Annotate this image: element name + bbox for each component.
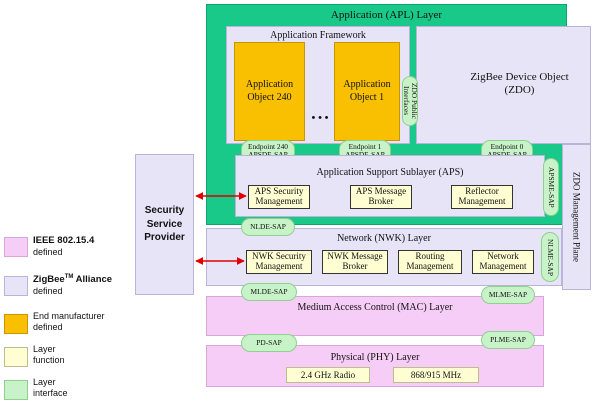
apsme-sap-label: APSME-SAP	[547, 166, 557, 208]
apsme-sap: APSME-SAP	[543, 158, 559, 216]
routing-management: Routing Management	[398, 250, 462, 274]
legend-ieee-label: IEEE 802.15.4 defined	[33, 235, 133, 258]
phy-title: Physical (PHY) Layer	[330, 351, 420, 363]
mlde-sap-label: MLDE-SAP	[250, 286, 288, 296]
endpoint-1-sap: APSDE-SAP	[345, 150, 384, 159]
legend-ieee-title: IEEE 802.15.4	[33, 235, 95, 246]
aps-security-management: APS Security Management	[248, 185, 310, 209]
legend-zigbee-tm: TM	[64, 274, 74, 280]
legend-zigbee-title: ZigBee	[33, 274, 65, 285]
nwk-title: Network (NWK) Layer	[337, 232, 431, 244]
zdo-management-plane-text: ZDO Management Plane	[571, 172, 582, 262]
security-service-provider: Security Service Provider	[135, 154, 194, 295]
routing-management-label: Routing Management	[406, 251, 454, 271]
legend-ieee-sub: defined	[33, 246, 63, 257]
radio-868-915mhz: 868/915 MHz	[393, 367, 479, 383]
application-framework-title: Application Framework	[270, 29, 366, 41]
security-service-provider-label: Security Service Provider	[144, 205, 185, 244]
legend-interface-line2: interface	[33, 388, 68, 399]
application-object-240: Application Object 240	[234, 42, 305, 141]
endpoint-240-label: Endpoint 240	[247, 141, 289, 151]
legend-interface-label: Layer interface	[33, 377, 133, 400]
legend-interface-line1: Layer	[33, 377, 56, 387]
radio-2-4ghz-label: 2.4 GHz Radio	[300, 370, 356, 380]
application-object-1-label: Application Object 1	[343, 79, 391, 103]
endpoint-1-label: Endpoint 1	[348, 141, 382, 151]
mac-title: Medium Access Control (MAC) Layer	[297, 301, 453, 313]
plme-sap-label: PLME-SAP	[490, 334, 526, 344]
aps-security-management-label: APS Security Management	[254, 186, 304, 206]
legend-end-line2: defined	[33, 322, 63, 333]
plme-sap: PLME-SAP	[481, 331, 535, 349]
aps-message-broker: APS Message Broker	[350, 185, 412, 209]
radio-2-4ghz: 2.4 GHz Radio	[286, 367, 370, 383]
nwk-message-broker-label: NWK Message Broker	[327, 251, 383, 271]
legend-function-line1: Layer	[33, 344, 56, 354]
reflector-management: Reflector Management	[451, 185, 513, 209]
legend-end-swatch	[4, 314, 28, 334]
reflector-management-label: Reflector Management	[458, 186, 506, 206]
application-object-240-label: Application Object 240	[245, 79, 294, 103]
phy-layer: Physical (PHY) Layer	[206, 345, 544, 387]
zdo-public-interfaces-label: ZDO Public Interfaces	[402, 83, 420, 119]
legend-zigbee-sub: defined	[33, 285, 63, 296]
nlde-sap-label: NLDE-SAP	[250, 221, 286, 231]
ellipsis: • • •	[311, 112, 329, 124]
legend-end-label: End manufacturer defined	[33, 311, 133, 334]
network-management-label: Network Management	[479, 251, 527, 271]
legend-function-swatch	[4, 347, 28, 367]
mlde-sap: MLDE-SAP	[241, 283, 297, 301]
nlme-sap-label: NLME-SAP	[546, 238, 556, 276]
zdo-management-plane-label: ZDO Management Plane	[563, 145, 590, 289]
legend-zigbee-label: ZigBeeTM Alliance defined	[33, 274, 133, 297]
endpoint-0-label: Endpoint 0	[490, 141, 524, 151]
zdo-title: ZigBee Device Object (ZDO)	[470, 70, 569, 96]
pd-sap: PD-SAP	[241, 334, 297, 352]
nwk-security-management: NWK Security Management	[246, 250, 312, 274]
radio-868-915mhz-label: 868/915 MHz	[410, 370, 462, 380]
mlme-sap-label: MLME-SAP	[488, 289, 528, 299]
nwk-security-management-label: NWK Security Management	[252, 251, 306, 271]
legend-function-line2: function	[33, 355, 65, 366]
zdo-management-plane: ZDO Management Plane	[562, 144, 591, 290]
legend-interface-swatch	[4, 380, 28, 400]
mlme-sap: MLME-SAP	[481, 286, 535, 304]
legend-zigbee-swatch	[4, 276, 28, 296]
endpoint-240-sap: APSDE-SAP	[248, 150, 287, 159]
network-management: Network Management	[472, 250, 534, 274]
legend-zigbee-rest: Alliance	[73, 274, 113, 285]
apl-layer-title: Application (APL) Layer	[330, 9, 443, 21]
aps-title: Application Support Sublayer (APS)	[316, 166, 464, 178]
nlde-sap: NLDE-SAP	[241, 218, 295, 236]
aps-message-broker-label: APS Message Broker	[355, 186, 407, 206]
legend-ieee-swatch	[4, 237, 28, 257]
endpoint-0-sap: APSDE-SAP	[487, 150, 526, 159]
pd-sap-label: PD-SAP	[256, 337, 282, 347]
legend-function-label: Layer function	[33, 344, 133, 367]
nlme-sap: NLME-SAP	[541, 232, 559, 282]
nwk-message-broker: NWK Message Broker	[322, 250, 388, 274]
legend-end-line1: End manufacturer	[33, 311, 105, 321]
zdo-public-interfaces: ZDO Public Interfaces	[402, 76, 420, 126]
